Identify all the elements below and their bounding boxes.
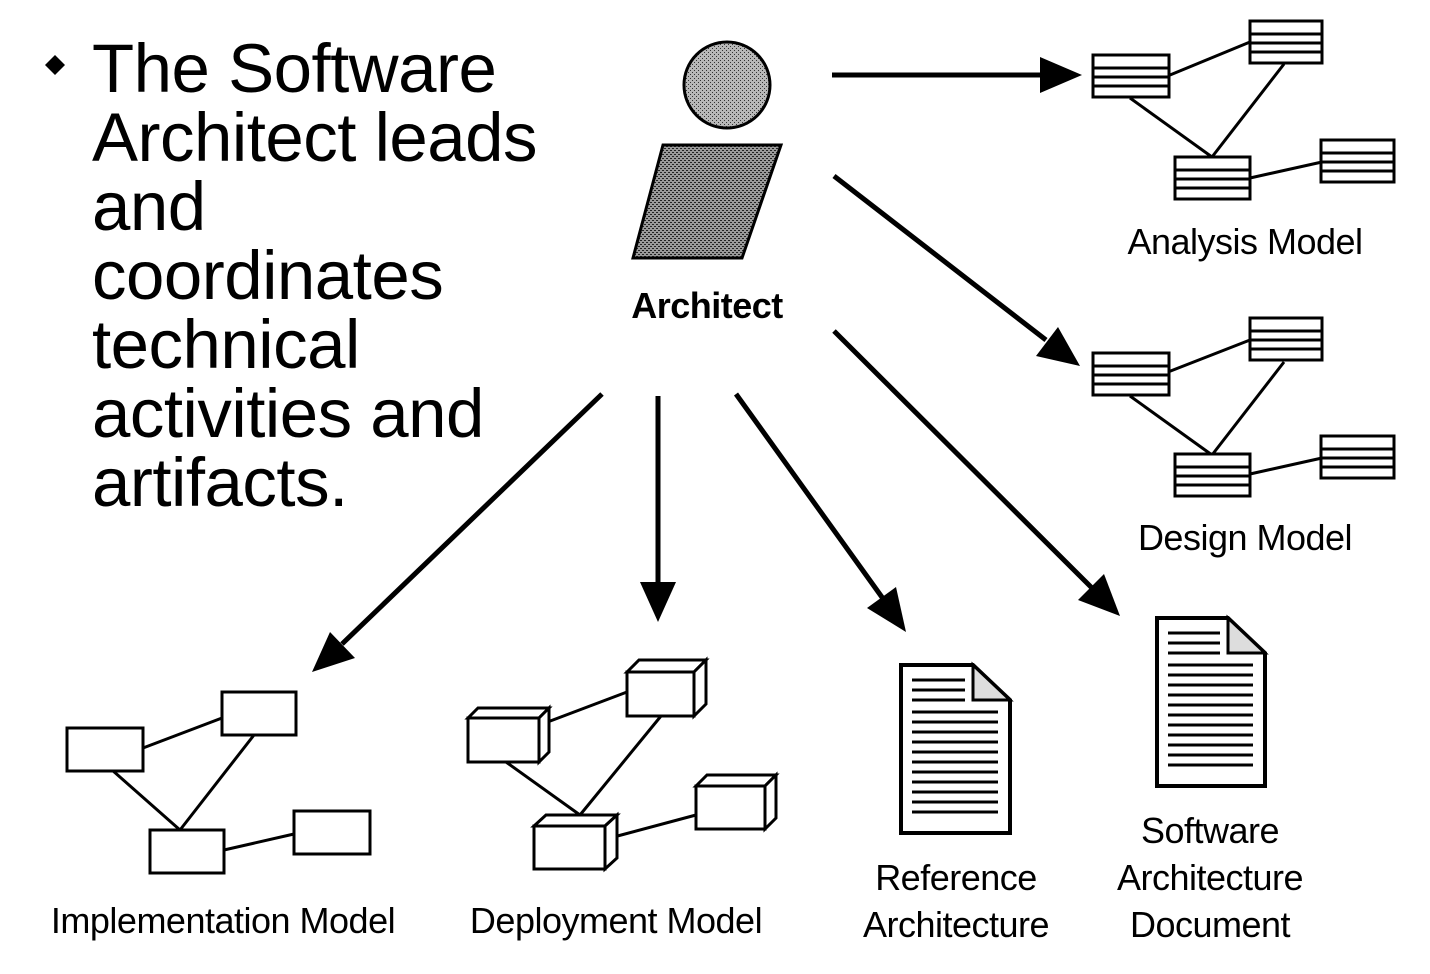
deployment-model-label: Deployment Model <box>469 900 763 941</box>
implementation-model-label: Implementation Model <box>50 900 396 941</box>
component-diagram-icon <box>65 690 372 875</box>
arrow-to-analysis-model <box>832 57 1082 93</box>
bullet-text: The Software Architect leads and coordin… <box>92 34 572 517</box>
software-architecture-document-line: Architecture <box>1116 857 1304 898</box>
bullet-line: activities and <box>92 375 484 452</box>
architect-label: Architect <box>631 285 783 326</box>
design-model-label: Design Model <box>1137 517 1353 558</box>
bullet-line: Architect leads <box>92 99 538 176</box>
arrow-to-reference-architecture <box>733 392 906 632</box>
reference-architecture-line: Reference <box>875 857 1037 898</box>
bullet-line: The Software <box>92 30 497 107</box>
document-icon <box>1155 614 1269 788</box>
diamond-bullet-icon <box>45 55 65 75</box>
node-diagram-icon <box>464 656 780 873</box>
class-diagram-icon <box>1091 316 1396 498</box>
bullet-line: technical <box>92 306 360 383</box>
software-architecture-document-line: Software <box>1140 810 1280 851</box>
arrow-to-software-architecture-document <box>832 329 1120 616</box>
reference-architecture-label: Reference Architecture <box>840 854 1072 948</box>
class-diagram-icon <box>1091 19 1396 201</box>
bullet-line: coordinates <box>92 237 444 314</box>
arrow-to-deployment-model <box>640 396 676 622</box>
document-icon <box>899 661 1014 835</box>
bullet-line: and <box>92 168 206 245</box>
software-architecture-document-label: Software Architecture Document <box>1098 807 1322 948</box>
arrows <box>312 57 1120 672</box>
person-icon <box>631 40 784 260</box>
bullet-line: artifacts. <box>92 444 348 521</box>
analysis-model-label: Analysis Model <box>1127 221 1363 262</box>
arrow-to-design-model <box>832 174 1080 366</box>
reference-architecture-line: Architecture <box>862 904 1050 945</box>
arrow-to-implementation-model <box>312 392 604 672</box>
software-architecture-document-line: Document <box>1129 904 1291 945</box>
